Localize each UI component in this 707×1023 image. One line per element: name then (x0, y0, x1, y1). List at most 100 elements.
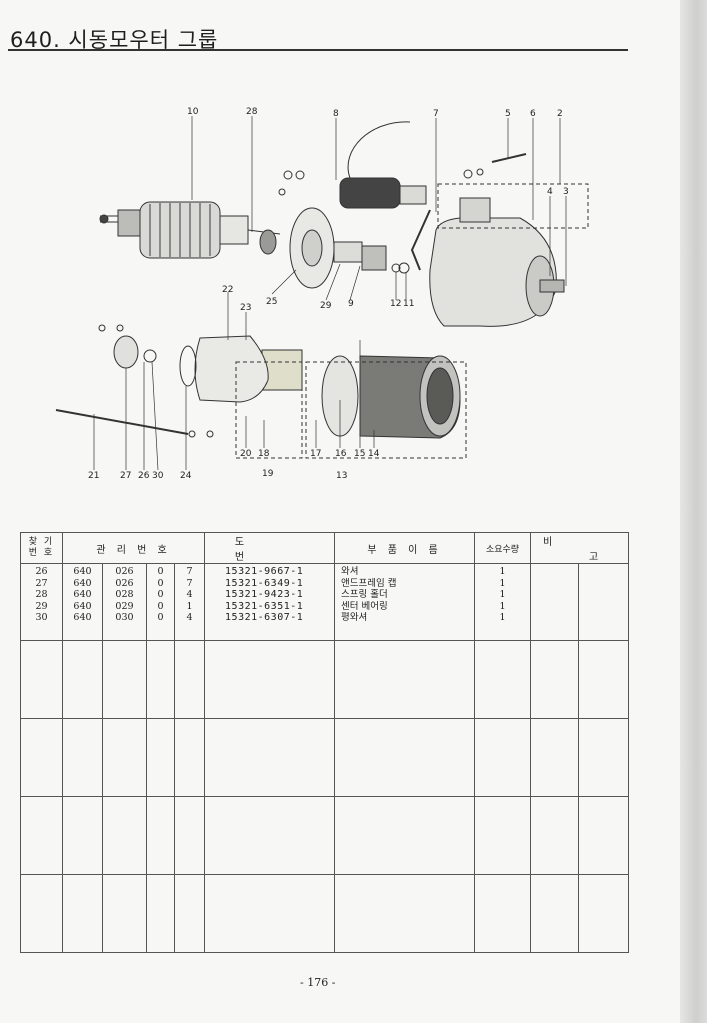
drawing-no-column: 15321-9667-1 15321-6349-1 15321-9423-1 1… (204, 563, 336, 641)
table-cell: 평와셔 (341, 612, 368, 623)
table-cell: 15321-6351-1 (225, 600, 304, 612)
callout-9: 9 (348, 299, 354, 309)
table-header-row: 찾 기 번 호 관 리 번 호 도 번 부 품 이 름 소요수량 비 고 (20, 532, 630, 564)
table-cell: 15321-6307-1 (225, 612, 304, 623)
callout-5: 5 (505, 109, 511, 119)
table-cell: 1 (499, 600, 506, 612)
table-cell: 29 (35, 600, 48, 612)
table-row-empty (20, 874, 630, 953)
header-item-no: 찾 기 번 호 (20, 532, 63, 564)
table-cell: 0 (157, 577, 164, 589)
header-quantity: 소요수량 (474, 532, 532, 564)
callout-3: 3 (563, 187, 569, 197)
table-cell: 4 (186, 612, 193, 623)
callout-2: 2 (557, 109, 563, 119)
header-item-no-line1: 찾 기 (28, 537, 55, 547)
remarks-cell-1 (530, 563, 580, 641)
armature-drawing (99, 201, 281, 259)
table-row-empty (20, 718, 630, 797)
table-cell: 15321-9423-1 (225, 589, 304, 600)
table-cell: 15321-6349-1 (225, 577, 304, 589)
catalog-page: 640. 시동모우터 그룹 (8, 28, 640, 989)
table-cell: 030 (115, 612, 134, 623)
callout-17: 17 (310, 449, 321, 459)
callout-11: 11 (403, 299, 414, 309)
quantity-column: 1 1 1 1 1 (474, 563, 532, 641)
callout-4: 4 (547, 187, 553, 197)
table-cell: 1 (499, 577, 506, 589)
table-row-empty (20, 796, 630, 875)
header-remarks-2: 고 (589, 552, 603, 563)
callout-26: 26 (138, 471, 150, 481)
mgmt-no-part1-column: 640 640 640 640 640 (62, 563, 103, 641)
callout-25: 25 (266, 297, 277, 307)
callout-20: 20 (240, 449, 252, 459)
table-cell: 스프링 홀더 (341, 589, 388, 600)
callout-14: 14 (368, 449, 380, 459)
page-title: 640. 시동모우터 그룹 (10, 28, 219, 52)
table-cell: 4 (186, 589, 193, 600)
callout-19: 19 (262, 469, 274, 479)
callout-28: 28 (246, 107, 258, 117)
title-rule (8, 49, 628, 51)
shift-lever-drawing (410, 209, 431, 271)
part-name-column: 와셔 앤드프레임 캡 스프링 홀더 센터 베어링 평와셔 (334, 563, 476, 641)
callout-15: 15 (354, 449, 365, 459)
table-cell: 1 (499, 589, 506, 600)
mgmt-no-part3-column: 0 0 0 0 0 (146, 563, 175, 641)
drive-housing-drawing (429, 197, 565, 327)
header-drawing-no: 도 번 (204, 532, 336, 564)
yoke-drawing (359, 355, 461, 439)
table-cell: 1 (499, 566, 506, 577)
table-cell: 640 (73, 589, 92, 600)
callout-30: 30 (152, 471, 164, 481)
callout-18: 18 (258, 449, 270, 459)
solenoid-drawing (339, 177, 401, 209)
exploded-parts-diagram: 10 28 8 7 5 6 2 4 3 25 29 9 12 11 22 23 … (40, 100, 640, 490)
callout-23: 23 (240, 303, 251, 313)
table-row-group-1: 26 27 28 29 30 640 640 640 640 640 026 0… (20, 563, 630, 641)
header-mgmt-no: 관 리 번 호 (61, 532, 206, 564)
table-cell: 7 (186, 566, 193, 577)
mgmt-no-part2-column: 026 026 028 029 030 (102, 563, 147, 641)
callout-12: 12 (390, 299, 401, 309)
page-number: - 176 - (300, 976, 336, 989)
table-cell: 28 (35, 589, 48, 600)
remarks-cell-2 (578, 563, 630, 641)
bearing-drawing (333, 241, 363, 263)
callout-10: 10 (187, 107, 199, 117)
table-cell: 1 (186, 600, 193, 612)
through-bolt-drawing (55, 409, 189, 435)
table-cell: 640 (73, 600, 92, 612)
table-cell: 0 (157, 612, 164, 623)
table-cell: 0 (157, 566, 164, 577)
bolt-drawing (491, 153, 527, 163)
table-cell: 640 (73, 566, 92, 577)
table-cell: 028 (115, 589, 134, 600)
callout-16: 16 (335, 449, 347, 459)
table-cell: 30 (35, 612, 48, 623)
pinion-drawing (361, 245, 387, 271)
table-cell: 0 (157, 600, 164, 612)
header-remarks: 비 고 (530, 532, 630, 564)
callout-13: 13 (336, 471, 347, 481)
callout-21: 21 (88, 471, 99, 481)
table-cell: 640 (73, 577, 92, 589)
end-cap-drawing (113, 335, 139, 369)
callout-27: 27 (120, 471, 131, 481)
table-cell: 15321-9667-1 (225, 566, 304, 577)
callout-7: 7 (433, 109, 439, 119)
header-part-name: 부 품 이 름 (334, 532, 476, 564)
table-cell: 026 (115, 577, 134, 589)
table-row-empty (20, 640, 630, 719)
rear-end-frame-drawing (194, 335, 269, 403)
table-cell: 1 (499, 612, 506, 623)
starter-motor-exploded-view: 10 28 8 7 5 6 2 4 3 25 29 9 12 11 22 23 … (55, 107, 589, 481)
header-item-no-line2: 번 호 (28, 548, 55, 558)
table-cell: 앤드프레임 캡 (341, 577, 397, 589)
table-cell: 7 (186, 577, 193, 589)
table-cell: 센터 베어링 (341, 600, 388, 612)
mgmt-no-part4-column: 7 7 4 1 4 (173, 563, 206, 641)
table-cell: 26 (35, 566, 48, 577)
find-no-column: 26 27 28 29 30 (20, 563, 63, 641)
